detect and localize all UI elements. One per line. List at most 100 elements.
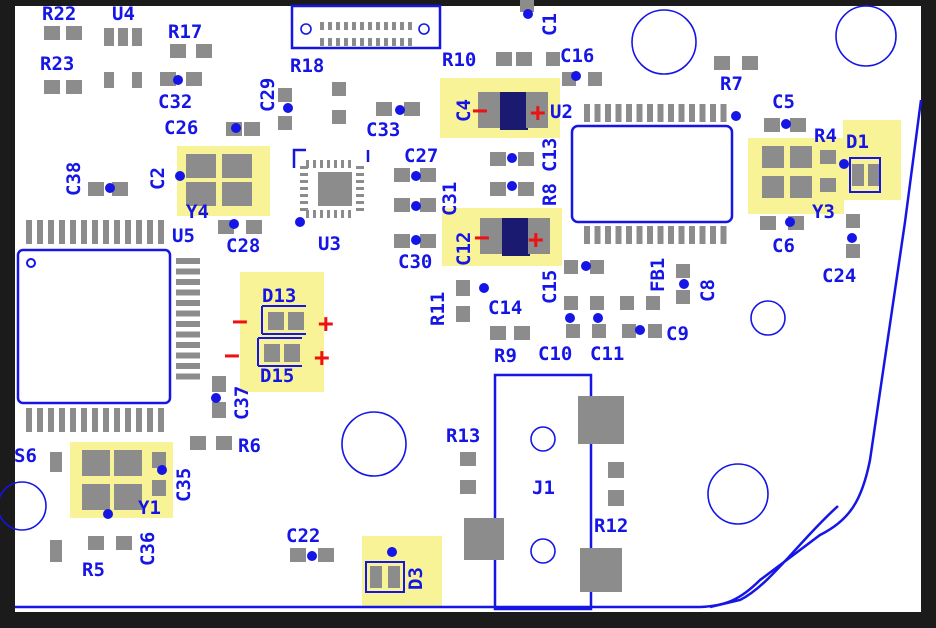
pad [66, 26, 82, 40]
diode-outlines [257, 157, 881, 593]
label-c16: C16 [560, 45, 594, 67]
pad [300, 194, 308, 197]
label-u2: U2 [550, 101, 573, 123]
u3-corner [292, 148, 370, 168]
label-c35: C35 [173, 468, 195, 502]
pad [514, 326, 530, 340]
label-c14: C14 [488, 297, 522, 319]
pad [394, 234, 410, 248]
via [847, 233, 857, 243]
pad [626, 226, 632, 244]
pad [762, 176, 784, 198]
pads [26, 0, 880, 592]
pad [376, 38, 380, 46]
pad [88, 536, 104, 550]
pad [176, 373, 200, 380]
hole-j1-2 [530, 538, 556, 564]
pad [622, 324, 636, 338]
pad [376, 102, 392, 116]
pad [176, 258, 200, 264]
pad [132, 28, 142, 46]
label-c29: C29 [257, 78, 279, 112]
pad [176, 310, 200, 317]
via [479, 283, 489, 293]
pad [408, 38, 412, 46]
pad [356, 201, 364, 204]
via [507, 153, 517, 163]
pad [327, 160, 330, 168]
pad [114, 408, 120, 432]
pad [580, 548, 622, 592]
pad [676, 290, 690, 304]
hole-s6 [0, 481, 47, 531]
pad [594, 104, 601, 122]
pad [334, 210, 337, 218]
via [157, 465, 167, 475]
hole-top-1 [631, 9, 697, 75]
pad [81, 408, 87, 432]
via [593, 313, 603, 323]
outline-inner-curve [709, 505, 839, 609]
pad [318, 548, 334, 562]
ic-outlines [16, 124, 734, 405]
label-r10: R10 [442, 49, 476, 71]
label-c5: C5 [772, 91, 795, 113]
pad [420, 198, 436, 212]
pad [70, 220, 76, 244]
label-c31: C31 [439, 182, 461, 216]
j1-outline [493, 373, 593, 611]
label-c38: C38 [63, 162, 85, 196]
pad [152, 480, 166, 496]
label-u3: U3 [318, 233, 341, 255]
pad [394, 198, 410, 212]
pad [356, 194, 364, 197]
pad [103, 408, 109, 432]
via [679, 279, 689, 289]
pad [268, 312, 284, 330]
via [307, 551, 317, 561]
pad [176, 321, 200, 327]
pad [176, 279, 200, 285]
pad [615, 226, 622, 244]
pad [278, 116, 292, 130]
pad [70, 408, 76, 432]
via [175, 171, 185, 181]
pad [689, 226, 695, 244]
label-c28: C28 [226, 235, 260, 257]
pad [341, 210, 344, 218]
pad [158, 408, 164, 432]
pad [820, 150, 836, 164]
u2-outline [570, 124, 734, 224]
pad [790, 146, 812, 168]
label-c10: C10 [538, 343, 572, 365]
pad [605, 104, 611, 122]
pad [790, 118, 806, 132]
pad [44, 80, 60, 94]
pad [742, 56, 758, 70]
pad [408, 22, 412, 30]
label-c30: C30 [398, 251, 432, 273]
pad [592, 324, 606, 338]
c4-minus: − [472, 96, 488, 126]
pad [186, 154, 216, 178]
pad [348, 210, 351, 218]
hole-connector-1 [300, 23, 312, 35]
label-r23: R23 [40, 53, 74, 75]
pad [620, 296, 634, 310]
pad [790, 176, 812, 198]
connector-top-outline [290, 4, 442, 50]
d15-plus: + [314, 343, 330, 373]
label-c1: C1 [539, 13, 561, 36]
pad [290, 548, 306, 562]
pad [668, 104, 674, 122]
pad [636, 226, 643, 244]
pad [564, 296, 578, 310]
pad [594, 226, 601, 244]
pad [216, 436, 232, 450]
pad [720, 104, 727, 122]
pad [647, 226, 653, 244]
pad [320, 210, 323, 218]
pad [460, 452, 476, 466]
pad [394, 168, 410, 182]
c12-minus: − [474, 223, 490, 253]
